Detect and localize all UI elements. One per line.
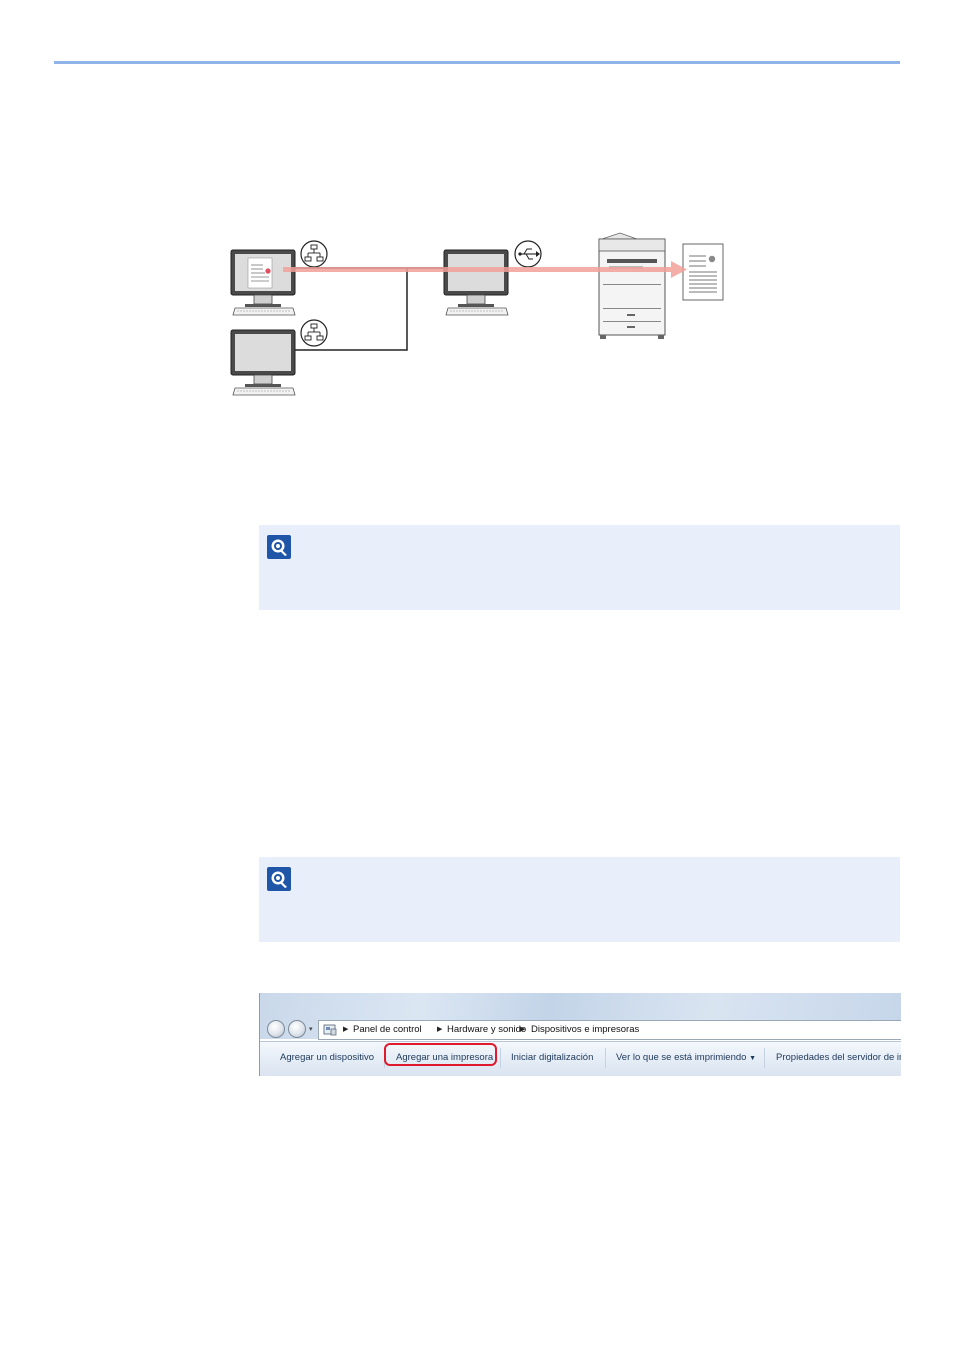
note-box: [259, 525, 900, 610]
note-icon: [267, 535, 291, 559]
breadcrumb-devices-printers[interactable]: Dispositivos e impresoras: [531, 1024, 640, 1035]
devices-and-printers-window: ▾ ▶ Panel de control ▶ Hardware y sonido…: [259, 993, 901, 1076]
note-box: [259, 857, 900, 942]
command-bar: Agregar un dispositivo Agregar una impre…: [260, 1041, 901, 1076]
breadcrumb-separator-icon: ▶: [343, 1026, 349, 1033]
breadcrumb-control-panel[interactable]: Panel de control: [353, 1024, 422, 1035]
control-panel-icon: [323, 1024, 337, 1036]
printed-document-icon: [682, 243, 724, 301]
address-bar[interactable]: ▶ Panel de control ▶ Hardware y sonido ▶…: [318, 1020, 901, 1040]
back-button[interactable]: [267, 1020, 285, 1038]
host-computer: [443, 249, 509, 316]
usb-icon: [514, 240, 542, 268]
printer-device: [598, 232, 666, 339]
toolbar-separator: [764, 1048, 765, 1068]
chevron-down-icon: ▼: [749, 1055, 757, 1062]
client-computer-sending: [230, 249, 296, 316]
note-icon: [267, 867, 291, 891]
toolbar-separator: [500, 1048, 501, 1068]
network-cable-branch: [295, 268, 408, 351]
network-icon: [300, 319, 328, 347]
start-scan-button[interactable]: Iniciar digitalización: [511, 1052, 594, 1063]
client-computer: [230, 329, 296, 396]
breadcrumb-hardware-sound[interactable]: Hardware y sonido: [447, 1024, 527, 1035]
network-icon: [300, 240, 328, 268]
see-printing-label: Ver lo que se está imprimiendo: [616, 1052, 747, 1063]
print-data-path: [283, 261, 687, 278]
add-device-button[interactable]: Agregar un dispositivo: [280, 1052, 374, 1063]
recent-pages-dropdown[interactable]: ▾: [309, 1026, 313, 1033]
header-rule: [54, 61, 900, 64]
breadcrumb-separator-icon: ▶: [437, 1026, 443, 1033]
window-titlebar: ▾ ▶ Panel de control ▶ Hardware y sonido…: [260, 993, 901, 1040]
add-printer-highlight: [384, 1043, 497, 1066]
forward-button[interactable]: [288, 1020, 306, 1038]
toolbar-separator: [605, 1048, 606, 1068]
see-printing-button[interactable]: Ver lo que se está imprimiendo ▼: [616, 1052, 756, 1063]
add-printer-button[interactable]: Agregar una impresora: [396, 1052, 494, 1063]
print-server-properties-button[interactable]: Propiedades del servidor de im: [776, 1052, 901, 1063]
breadcrumb-separator-icon: ▶: [520, 1026, 526, 1033]
network-printing-diagram: [230, 232, 724, 396]
